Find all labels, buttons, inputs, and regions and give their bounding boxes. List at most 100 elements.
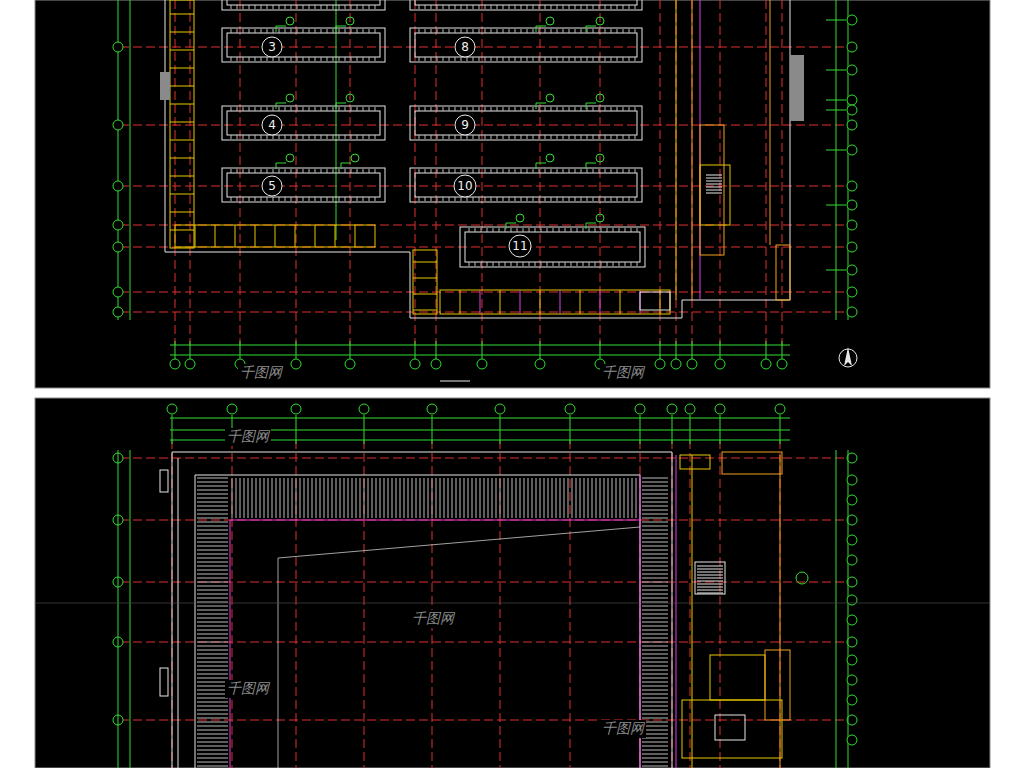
axis-bubble [847, 15, 857, 25]
roof-edge [230, 520, 640, 768]
shelf-tick [623, 197, 624, 201]
shelf-tick [623, 5, 624, 9]
shelf-tick [419, 57, 420, 61]
shelf-tick [559, 228, 560, 232]
slope-line [278, 558, 279, 768]
axis-line [190, 0, 191, 345]
dimension-line [836, 0, 837, 320]
shelf-tick [617, 135, 618, 139]
roof-hatch [604, 478, 605, 518]
shelf-tick [369, 57, 370, 61]
roof-hatch [197, 546, 228, 547]
stair-tread [706, 178, 722, 179]
shelf-tick [569, 135, 570, 139]
shelf-tick [605, 197, 606, 201]
shelf-tick [593, 57, 594, 61]
shelf-tick [509, 197, 510, 201]
axis-bubble [847, 65, 857, 75]
shelf-tick [455, 197, 456, 201]
shelf-tick [485, 57, 486, 61]
axis-line [120, 47, 850, 48]
shelf-tick [479, 5, 480, 9]
roof-hatch [576, 478, 577, 518]
roof-hatch [642, 642, 668, 643]
shelf-tick [475, 228, 476, 232]
shelf-tick [485, 135, 486, 139]
roof-hatch [642, 494, 668, 495]
shelf-inner [415, 33, 637, 57]
shelf-tick [617, 29, 618, 33]
leader-line [536, 26, 537, 32]
shelf-tick [509, 57, 510, 61]
roof-hatch [197, 662, 228, 663]
shelf-tick [321, 5, 322, 9]
axis-line [120, 458, 850, 459]
roof-hatch [197, 718, 228, 719]
shelf-tick [249, 135, 250, 139]
roof-hatch [232, 478, 233, 518]
roof-hatch [580, 478, 581, 518]
shelf-tick [635, 5, 636, 9]
roof-hatch [642, 486, 668, 487]
shelf-tick [637, 262, 638, 266]
shelf-tick [449, 169, 450, 173]
shelf-tick [491, 107, 492, 111]
shelf-tick [469, 262, 470, 266]
roof-hatch [197, 522, 228, 523]
shelf-tick [569, 57, 570, 61]
leader-line [586, 26, 596, 27]
shelf-tick [449, 135, 450, 139]
shelf-tick [539, 57, 540, 61]
shelf-block [410, 0, 642, 10]
axis-bubble [847, 287, 857, 297]
stair-tread [697, 575, 723, 576]
axis-bubble [113, 242, 123, 252]
shelf-tick [571, 262, 572, 266]
shelf-tick [231, 29, 232, 33]
shelf-tick [255, 169, 256, 173]
axis-bubble [847, 675, 857, 685]
shelf-tick [345, 57, 346, 61]
roof-hatch [532, 478, 533, 518]
stair-tread [706, 184, 722, 185]
callout-circle: 8 [454, 36, 476, 58]
shelf-tick [363, 29, 364, 33]
shelf-tick [547, 262, 548, 266]
shelf-tick [589, 228, 590, 232]
dimension-line [170, 418, 790, 419]
axis-bubble [535, 359, 545, 369]
shelf-tick [629, 197, 630, 201]
shelf-tick [351, 57, 352, 61]
room [640, 292, 670, 310]
shelf-tick [635, 107, 636, 111]
shelf-tick [623, 135, 624, 139]
bay-divider [315, 225, 316, 247]
shelf-tick [515, 107, 516, 111]
roof-hatch [642, 490, 668, 491]
shelf-tick [303, 57, 304, 61]
roof-hatch [308, 478, 309, 518]
shelf-tick [261, 29, 262, 33]
roof-hatch [628, 478, 629, 518]
shelf-tick [629, 5, 630, 9]
axis-bubble [227, 404, 237, 414]
shelf-tick [369, 107, 370, 111]
shelf-tick [499, 262, 500, 266]
roof-hatch [197, 590, 228, 591]
shelf-tick [309, 29, 310, 33]
bay-divider [413, 278, 437, 279]
north-arrow [844, 347, 852, 366]
axis-line [720, 0, 721, 345]
shelf-tick [237, 57, 238, 61]
roof-hatch [642, 694, 668, 695]
shelf-tick [587, 57, 588, 61]
roof-hatch [642, 570, 668, 571]
roof-hatch [642, 674, 668, 675]
shelf-tick [485, 197, 486, 201]
dimension-tick [240, 341, 241, 359]
roof-hatch [642, 678, 668, 679]
shelf-tick [557, 197, 558, 201]
shelf-tick [291, 29, 292, 33]
dimension-tick [175, 341, 176, 359]
